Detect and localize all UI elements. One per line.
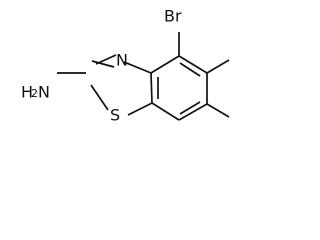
bond-c7-c7a	[151, 102, 180, 121]
bond-c3a-c4	[150, 55, 180, 74]
amine-n-label: N	[38, 83, 50, 102]
bond-c3a-n	[123, 61, 152, 74]
atom-sulfur-label: S	[110, 106, 120, 125]
chemical-structure-diagram: Br N S H 2 N	[21, 7, 230, 125]
atom-nitrogen-label: N	[116, 51, 128, 70]
atom-bromine-label: Br	[164, 7, 182, 26]
amine-subscript-label: 2	[31, 87, 38, 100]
bond-n-c2-double	[91, 60, 115, 68]
bond-c5-methyl	[206, 59, 230, 74]
bond-c6-c7	[178, 103, 208, 121]
bond-s-c7a	[127, 102, 153, 116]
bond-c2-s	[90, 84, 109, 111]
amine-h-label: H	[21, 83, 33, 102]
bond-c6-c7-double	[179, 101, 201, 115]
bond-c4-c5	[178, 55, 208, 74]
amine-group-label: H 2 N	[21, 83, 50, 102]
bond-c4-c5-double	[179, 62, 201, 77]
bond-c6-methyl	[206, 103, 230, 118]
bond-c7a-c3a	[150, 72, 153, 104]
